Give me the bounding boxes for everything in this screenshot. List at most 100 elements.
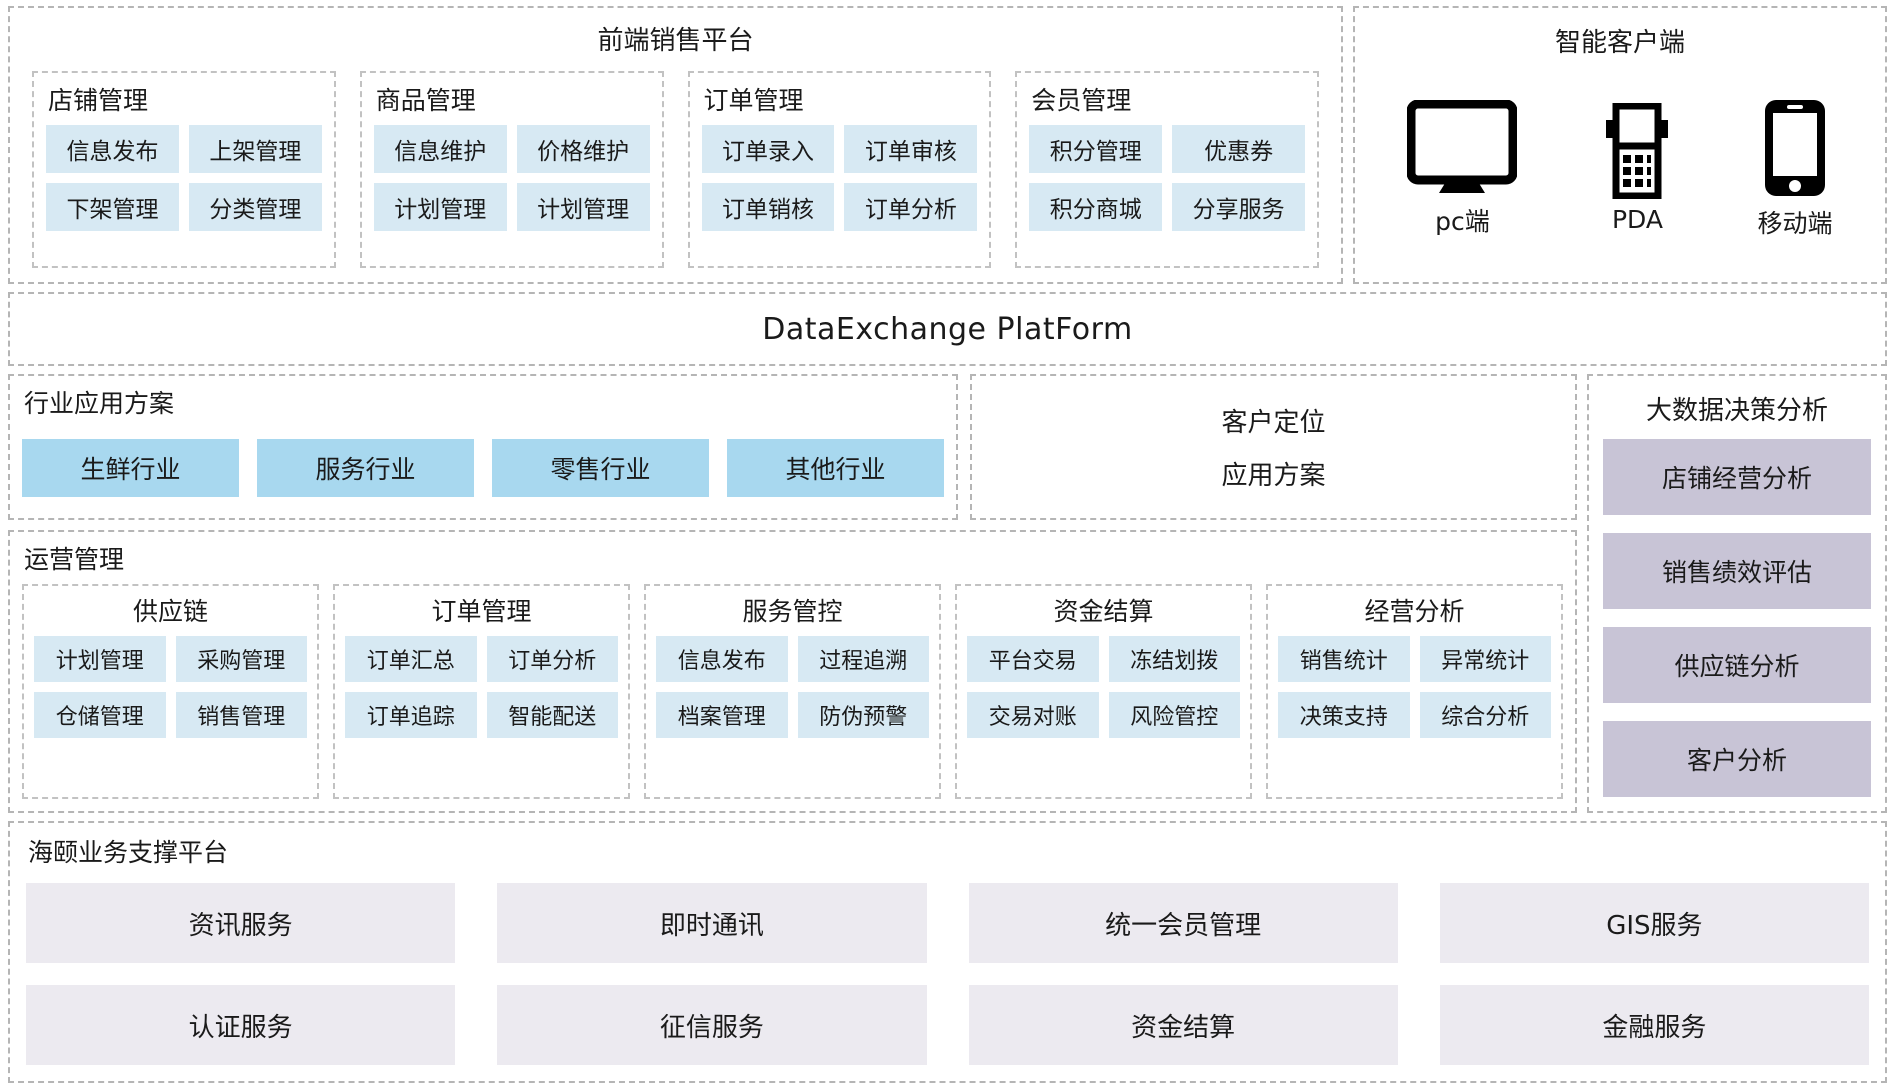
tile-item[interactable]: 下架管理 [46,183,179,231]
tile-item[interactable]: 订单追踪 [345,692,477,738]
industry-solutions-tiles: 生鲜行业 服务行业 零售行业 其他行业 [22,430,944,506]
front-sales-platform-title: 前端销售平台 [597,26,754,56]
industry-solutions-title: 行业应用方案 [24,389,175,418]
group-product-management: 商品管理 信息维护 价格维护 计划管理 计划管理 [359,71,664,268]
tile-item[interactable]: 订单分析 [486,636,618,682]
business-support-platform-panel: 海颐业务支撑平台 资讯服务 即时通讯 统一会员管理 GIS服务 认证服务 征信服… [8,821,1887,1083]
group-store-management: 店铺管理 信息发布 上架管理 下架管理 分类管理 [32,71,336,268]
ops-group-service-control: 服务管控 信息发布 过程追溯 档案管理 防伪预警 [644,584,941,799]
support-tile[interactable]: GIS服务 [1439,883,1869,963]
group-title: 会员管理 [1031,86,1132,115]
customer-positioning-line2: 应用方案 [1221,461,1326,491]
tile-item[interactable]: 销售管理 [175,692,307,738]
tile-item[interactable]: 风险管控 [1108,692,1240,738]
big-data-tile[interactable]: 店铺经营分析 [1603,439,1871,515]
tile-item[interactable]: 订单分析 [844,183,978,231]
ops-group-title: 订单管理 [431,597,532,626]
smart-client-panel: 智能客户端 pc端 [1353,6,1887,284]
tile-item[interactable]: 防伪预警 [797,692,929,738]
ops-group-order-management: 订单管理 订单汇总 订单分析 订单追踪 智能配送 [333,584,630,799]
tile-item[interactable]: 冻结划拨 [1108,636,1240,682]
industry-tile[interactable]: 其他行业 [727,439,944,497]
industry-tile[interactable]: 生鲜行业 [22,439,239,497]
tile-item[interactable]: 价格维护 [516,125,650,173]
tile-item[interactable]: 信息维护 [373,125,507,173]
device-label: pc端 [1435,206,1490,236]
tile-item[interactable]: 分享服务 [1172,183,1305,231]
tile-item[interactable]: 优惠券 [1172,125,1305,173]
group-title: 商品管理 [375,86,476,115]
tile-item[interactable]: 信息发布 [46,125,179,173]
tile-item[interactable]: 积分商城 [1029,183,1163,231]
device-pc[interactable]: pc端 [1407,99,1518,238]
big-data-tiles: 店铺经营分析 销售绩效评估 供应链分析 客户分析 [1603,439,1871,797]
industry-solutions-panel: 行业应用方案 生鲜行业 服务行业 零售行业 其他行业 [8,374,958,520]
support-tile[interactable]: 征信服务 [497,985,927,1065]
industry-and-customer-row: 行业应用方案 生鲜行业 服务行业 零售行业 其他行业 客户定位 应用方案 [8,374,1577,520]
support-tile[interactable]: 金融服务 [1439,985,1869,1065]
ops-group-business-analysis: 经营分析 销售统计 异常统计 决策支持 综合分析 [1266,584,1563,799]
smart-client-title: 智能客户端 [1554,28,1685,58]
customer-positioning-line1: 客户定位 [1221,408,1326,438]
ops-group-title: 服务管控 [742,597,843,626]
group-order-management: 订单管理 订单录入 订单审核 订单销核 订单分析 [687,71,992,268]
support-tile[interactable]: 资金结算 [968,985,1398,1065]
data-exchange-platform-title: DataExchange PlatForm [762,311,1133,347]
industry-tile[interactable]: 服务行业 [257,439,474,497]
tile-item[interactable]: 计划管理 [373,183,507,231]
tile-item[interactable]: 销售统计 [1278,636,1410,682]
industry-tile[interactable]: 零售行业 [492,439,709,497]
group-member-management: 会员管理 积分管理 优惠券 积分商城 分享服务 [1015,71,1319,268]
tile-item[interactable]: 信息发布 [656,636,788,682]
ops-group-title: 资金结算 [1053,597,1154,626]
tile-item[interactable]: 异常统计 [1419,636,1551,682]
ops-group-title: 供应链 [132,597,208,626]
tile-item[interactable]: 订单审核 [844,125,978,173]
tile-item[interactable]: 分类管理 [188,183,322,231]
device-label: 移动端 [1757,208,1833,238]
tile-item[interactable]: 采购管理 [175,636,307,682]
big-data-analysis-title: 大数据决策分析 [1645,396,1828,426]
tile-item[interactable]: 档案管理 [656,692,788,738]
tile-item[interactable]: 计划管理 [34,636,166,682]
tile-item[interactable]: 综合分析 [1419,692,1551,738]
mobile-phone-icon [1762,98,1828,198]
middle-left-stack: 行业应用方案 生鲜行业 服务行业 零售行业 其他行业 客户定位 应用方案 运营管… [8,374,1577,813]
tile-item[interactable]: 积分管理 [1029,125,1163,173]
top-row: 前端销售平台 店铺管理 信息发布 上架管理 下架管理 分类管理 [8,6,1887,284]
tile-item[interactable]: 平台交易 [967,636,1099,682]
tile-item[interactable]: 交易对账 [967,692,1099,738]
big-data-analysis-panel: 大数据决策分析 店铺经营分析 销售绩效评估 供应链分析 客户分析 [1587,374,1887,813]
tile-item[interactable]: 过程追溯 [797,636,929,682]
big-data-tile[interactable]: 客户分析 [1603,721,1871,797]
device-mobile[interactable]: 移动端 [1757,98,1832,240]
group-title: 订单管理 [703,86,804,115]
tile-item[interactable]: 订单汇总 [345,636,477,682]
ops-group-fund-settlement: 资金结算 平台交易 冻结划拨 交易对账 风险管控 [955,584,1252,799]
big-data-tile[interactable]: 供应链分析 [1603,627,1871,703]
pda-icon [1594,103,1680,199]
device-pda[interactable]: PDA [1594,103,1680,234]
front-sales-platform-panel: 前端销售平台 店铺管理 信息发布 上架管理 下架管理 分类管理 [8,6,1343,284]
group-title: 店铺管理 [48,86,149,115]
tile-item[interactable]: 仓储管理 [34,692,166,738]
operations-management-groups: 供应链 计划管理 采购管理 仓储管理 销售管理 [22,584,1563,799]
support-tile[interactable]: 即时通讯 [497,883,927,963]
tile-item[interactable]: 订单录入 [701,125,835,173]
front-sales-platform-groups: 店铺管理 信息发布 上架管理 下架管理 分类管理 商品管理 [24,71,1327,268]
tile-item[interactable]: 决策支持 [1278,692,1410,738]
data-exchange-platform-band: DataExchange PlatForm [8,292,1887,366]
support-tile[interactable]: 资讯服务 [26,883,456,963]
middle-row: 行业应用方案 生鲜行业 服务行业 零售行业 其他行业 客户定位 应用方案 运营管… [8,374,1887,813]
support-tile[interactable]: 认证服务 [26,985,456,1065]
business-support-platform-title: 海颐业务支撑平台 [28,838,229,867]
business-support-tiles: 资讯服务 即时通讯 统一会员管理 GIS服务 认证服务 征信服务 资金结算 金融… [26,883,1869,1065]
tile-item[interactable]: 智能配送 [486,692,618,738]
tile-item[interactable]: 订单销核 [701,183,835,231]
support-tile[interactable]: 统一会员管理 [968,883,1398,963]
big-data-tile[interactable]: 销售绩效评估 [1603,533,1871,609]
operations-management-panel: 运营管理 供应链 计划管理 采购管理 仓储管理 销售管理 [8,530,1577,813]
tile-item[interactable]: 上架管理 [188,125,322,173]
tile-item[interactable]: 计划管理 [516,183,650,231]
